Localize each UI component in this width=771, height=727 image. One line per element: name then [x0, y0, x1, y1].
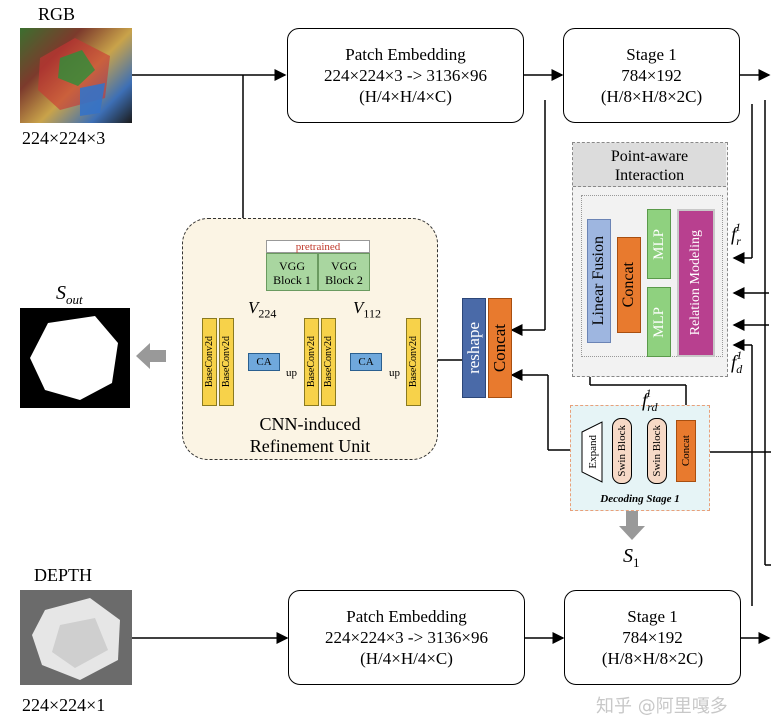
- patch-rgb-line2: 224×224×3 -> 3136×96: [323, 66, 487, 85]
- patch-embedding-depth: Patch Embedding 224×224×3 -> 3136×96 (H/…: [288, 590, 525, 685]
- expand-block: [581, 421, 603, 483]
- vgg2-line1: VGG: [331, 259, 357, 273]
- patch-rgb-line1: Patch Embedding: [345, 45, 466, 64]
- up-label-2: up: [389, 367, 400, 379]
- baseconv2d-3: BaseConv2d: [304, 318, 319, 406]
- stage-rgb-line3: (H/8×H/8×2C): [600, 87, 703, 106]
- stage-rgb-line2: 784×192: [621, 66, 682, 85]
- depth-size: 224×224×1: [22, 695, 106, 715]
- point-aware-interaction: Point-aware Interaction Linear Fusion Co…: [572, 142, 728, 377]
- pai-title-line1: Point-aware: [610, 148, 689, 165]
- stage-depth-line3: (H/8×H/8×2C): [601, 649, 704, 668]
- mid-concat-label: Concat: [490, 323, 509, 373]
- expand-label: Expand: [587, 435, 599, 469]
- linear-fusion-block: Linear Fusion: [587, 219, 611, 343]
- decoding-concat-block: Concat: [676, 420, 696, 482]
- frd-label: frd1: [642, 386, 658, 415]
- mlp-block-2: MLP: [647, 287, 671, 357]
- vgg1-line1: VGG: [279, 259, 305, 273]
- patch-embedding-rgb: Patch Embedding 224×224×3 -> 3136×96 (H/…: [287, 28, 524, 123]
- output-label: Sout: [56, 282, 83, 307]
- baseconv2d-5: BaseConv2d: [406, 318, 421, 406]
- stage-rgb-line1: Stage 1: [626, 45, 677, 64]
- vgg-block-1: VGG Block 1: [266, 253, 318, 291]
- relation-modeling-label: Relation Modeling: [688, 230, 703, 336]
- decoding-title: Decoding Stage 1: [600, 493, 680, 505]
- stage-depth-line2: 784×192: [622, 628, 683, 647]
- rgb-size: 224×224×3: [22, 128, 106, 148]
- swin-block-1: Swin Block: [612, 418, 632, 484]
- depth-image: [20, 590, 132, 685]
- mlp1-label: MLP: [650, 228, 667, 260]
- mlp2-label: MLP: [650, 306, 667, 338]
- cnn-title-line2: Refinement Unit: [249, 436, 371, 456]
- baseconv2d-1: BaseConv2d: [202, 318, 217, 406]
- patch-rgb-line3: (H/4×H/4×C): [359, 87, 452, 106]
- vgg-block-2: VGG Block 2: [318, 253, 370, 291]
- cnn-unit-title: CNN-induced Refinement Unit: [182, 413, 438, 457]
- fd-label: fd1: [731, 348, 743, 377]
- cnn-title-line1: CNN-induced: [259, 414, 361, 434]
- pretrained-header: pretrained: [266, 240, 370, 253]
- up-label-1: up: [286, 367, 297, 379]
- pai-concat-block: Concat: [617, 237, 641, 333]
- baseconv2d-4: BaseConv2d: [321, 318, 336, 406]
- v112-label: V112: [353, 298, 381, 321]
- pai-title: Point-aware Interaction: [573, 143, 726, 187]
- relation-modeling-block: Relation Modeling: [677, 209, 715, 357]
- rgb-image: [20, 28, 132, 123]
- stage1-rgb: Stage 1 784×192 (H/8×H/8×2C): [563, 28, 740, 123]
- pai-title-line2: Interaction: [614, 167, 685, 184]
- swin-block-2: Swin Block: [647, 418, 667, 484]
- mlp-block-1: MLP: [647, 209, 671, 279]
- patch-depth-line1: Patch Embedding: [346, 607, 467, 626]
- ca-block-1: CA: [248, 353, 280, 371]
- baseconv2d-2: BaseConv2d: [219, 318, 234, 406]
- mid-concat-block: Concat: [488, 298, 512, 398]
- s1-label: S1: [623, 545, 640, 570]
- stage-depth-line1: Stage 1: [627, 607, 678, 626]
- pai-concat-label: Concat: [620, 262, 637, 308]
- v224-label: V224: [248, 298, 277, 321]
- vgg1-line2: Block 1: [273, 273, 311, 287]
- output-map: [20, 308, 130, 408]
- depth-title: DEPTH: [34, 565, 92, 585]
- ca-block-2: CA: [350, 353, 382, 371]
- reshape-label: reshape: [464, 322, 483, 374]
- stage1-depth: Stage 1 784×192 (H/8×H/8×2C): [564, 590, 741, 685]
- vgg2-line2: Block 2: [325, 273, 363, 287]
- patch-depth-line3: (H/4×H/4×C): [360, 649, 453, 668]
- watermark: 知乎 @阿里嘎多: [596, 696, 728, 717]
- reshape-block: reshape: [462, 298, 486, 398]
- patch-depth-line2: 224×224×3 -> 3136×96: [324, 628, 488, 647]
- linear-fusion-label: Linear Fusion: [590, 236, 607, 326]
- fr-label: fr1: [731, 220, 741, 249]
- rgb-title: RGB: [38, 4, 76, 24]
